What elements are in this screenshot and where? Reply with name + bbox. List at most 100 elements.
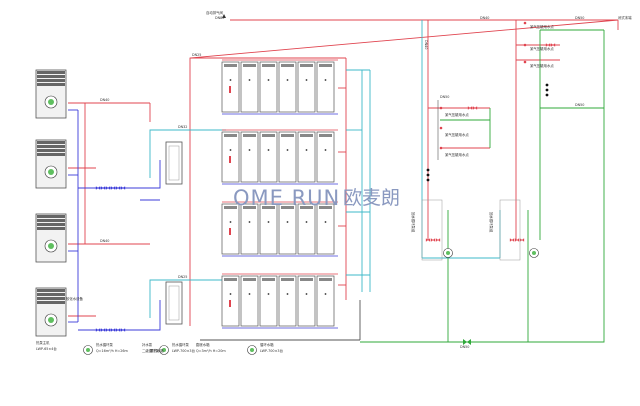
return-pump-groups: 回水循环泵组 回水循环泵组 [411, 199, 539, 261]
heater-cabinet-vent [224, 206, 237, 209]
storage-tank-lower-inner [168, 285, 180, 321]
heater-indicator-icon [267, 293, 270, 295]
heater-cabinet-vent [300, 134, 313, 137]
valve-groups [95, 43, 556, 332]
heat-pump-fan-grille [37, 145, 65, 148]
valve-icon [467, 106, 473, 110]
valve-icon [425, 238, 431, 242]
heater-cabinet [278, 61, 297, 113]
heat-pump-fan-grille [37, 153, 65, 156]
heater-cabinet-vent [319, 206, 332, 209]
heater-cabinet [316, 61, 335, 113]
heater-valve-marker [229, 300, 231, 307]
fixture-label-4: 某气压罐用水点 [530, 24, 554, 29]
heater-valve-marker [229, 86, 231, 93]
continuation-dot [545, 93, 549, 97]
heater-cabinet [259, 275, 278, 327]
bottom-spec-1: 热水循环泵 [172, 342, 190, 347]
dn-label-a: DN40 [100, 98, 109, 102]
gauge-icon [523, 21, 527, 25]
unit-left-label: 热泵主机 [36, 340, 50, 345]
heat-pump-fan-grille [37, 301, 65, 304]
heat-pump-fan-core [48, 99, 54, 105]
makeup-pump-spec: Q=3m³/h H=20m [196, 349, 226, 353]
storage-tank-upper-inner [168, 145, 180, 181]
heater-cabinet [278, 203, 297, 255]
fixture-label-1: 某气压罐用水点 [445, 112, 469, 117]
valve-icon [472, 106, 478, 110]
heater-cabinet-vent [243, 64, 256, 67]
cold-pipe-to-pump-2 [78, 300, 161, 331]
heat-pump-fan-grille [37, 79, 65, 82]
heater-indicator-icon [248, 149, 251, 151]
gauge-icon [523, 60, 527, 64]
heater-indicator-icon [229, 221, 232, 223]
valve-icon [110, 328, 116, 332]
continuation-dot [426, 168, 430, 172]
pipe-labels: 自动排气阀 DN80 DN40 DN50 闭式末端 DN40 DN40 DN32… [100, 10, 632, 353]
heater-cabinet [297, 275, 316, 327]
heater-cabinet [316, 131, 335, 183]
fixture-groups: 某气压罐用水点 某气压罐用水点 某气压罐用水点 某气压罐用水点 某气压罐用水点 … [426, 21, 554, 182]
heat-pump-fan-grille [37, 223, 65, 226]
water-heater-banks [221, 59, 338, 329]
valve-icon [120, 328, 126, 332]
pump-icon-core [446, 251, 450, 255]
heat-pump-fan-grille [37, 71, 65, 74]
dn-label-right-1: DN40 [480, 16, 489, 20]
continuation-dot [545, 83, 549, 87]
hot-water-pipes [68, 19, 619, 326]
heater-cabinet [259, 131, 278, 183]
heater-cabinet-vent [319, 134, 332, 137]
fixture-group-right: 某气压罐用水点 某气压罐用水点 某气压罐用水点 [523, 21, 554, 97]
heat-pump-unit [35, 139, 67, 189]
return-pipes [360, 29, 605, 343]
drain-pipes [200, 300, 361, 341]
heater-indicator-icon [248, 79, 251, 81]
heater-cabinet-vent [224, 64, 237, 67]
dn-label-c: DN32 [178, 125, 187, 129]
heater-cabinet-vent [319, 278, 332, 281]
heater-cabinet [278, 275, 297, 327]
pump-group-frame-left [421, 199, 443, 261]
valve-icon [519, 238, 525, 242]
fixture-label-5: 某气压罐用水点 [530, 46, 554, 51]
fixture-group-left: 某气压罐用水点 某气压罐用水点 某气压罐用水点 [426, 100, 469, 182]
valve-group-upper [95, 186, 126, 190]
heat-pump-unit [35, 69, 67, 119]
heater-cabinet [278, 131, 297, 183]
legend: 热水循环泵 Q=16m³/h H=26m 补水泵 二级循环泵 热水循环泵 LWP… [36, 296, 284, 355]
heater-indicator-icon [286, 79, 289, 81]
valve-icon [110, 186, 116, 190]
heater-cabinet-vent [319, 64, 332, 67]
dn-label-f: DN50 [440, 95, 449, 99]
heater-cabinet-vent [300, 64, 313, 67]
valve-icon [115, 328, 121, 332]
brand-logo: OME RUN 欧麦朗 [233, 186, 400, 210]
tank-label: 蓄热水箱 [150, 348, 164, 353]
heater-indicator-icon [229, 293, 232, 295]
exhaust-valve-icon [222, 14, 226, 18]
heater-bank-row [221, 201, 338, 257]
heater-cabinet-vent [281, 64, 294, 67]
makeup-pipe-1 [149, 129, 226, 178]
heat-pump-fan-grille [37, 83, 65, 86]
heater-cabinet [240, 61, 259, 113]
heat-pump-fan-grille [37, 215, 65, 218]
storage-tank-lower [165, 281, 183, 325]
storage-tanks [165, 141, 183, 325]
fixture-label-3: 某气压罐用水点 [445, 152, 469, 157]
heater-cabinet [297, 131, 316, 183]
heater-bank-row [221, 129, 338, 185]
dn-label-right-2: DN50 [575, 16, 584, 20]
return-pipe-main [360, 30, 605, 343]
pump-group-frame-right [499, 199, 521, 261]
circ-pump-label2: 二级循环泵 [142, 348, 160, 353]
valve-icon [545, 43, 551, 47]
heater-cabinet [240, 275, 259, 327]
valve-icon [105, 186, 111, 190]
heater-indicator-icon [324, 149, 327, 151]
valve-group-branch [467, 106, 478, 110]
continuation-dot [426, 173, 430, 177]
heater-indicator-icon [229, 149, 232, 151]
